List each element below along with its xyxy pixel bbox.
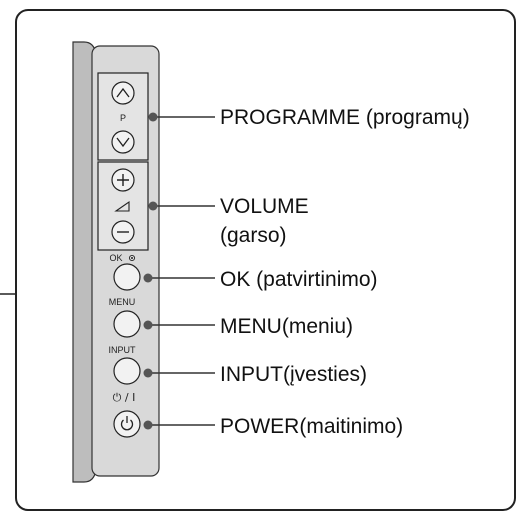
menu-label: MENU(meniu) (220, 315, 353, 338)
menu-button[interactable] (113, 310, 141, 338)
input-label: INPUT(įvesties) (220, 363, 367, 386)
plus-icon (117, 174, 129, 186)
chevron-down-icon (116, 137, 130, 148)
menu-caption: MENU (109, 297, 136, 307)
power-caption: ⏻ / I (113, 391, 136, 404)
outer-frame (15, 9, 516, 511)
power-label: POWER(maitinimo) (220, 415, 403, 438)
volume-icon (114, 200, 130, 212)
programme-down-button[interactable] (111, 130, 135, 154)
ok-indicator-dot (131, 257, 133, 259)
programme-letter: P (120, 113, 126, 123)
volume-leader-dot (148, 201, 158, 211)
input-caption: INPUT (109, 345, 137, 355)
ok-label: OK (patvirtinimo) (220, 268, 378, 291)
ok-indicator-icon (128, 254, 136, 262)
input-leader-dot (143, 368, 153, 378)
power-leader-dot (143, 420, 153, 430)
ok-caption: OK (109, 253, 122, 263)
programme-label: PROGRAMME (programų) (220, 106, 470, 129)
programme-up-button[interactable] (111, 81, 135, 105)
menu-leader-dot (143, 320, 153, 330)
power-button[interactable] (113, 410, 141, 438)
programme-leader-dot (148, 112, 158, 122)
volume-sublabel: (garso) (220, 224, 287, 247)
volume-label: VOLUME (220, 195, 309, 218)
ok-button[interactable] (113, 263, 141, 291)
ok-leader-dot (143, 273, 153, 283)
input-button[interactable] (113, 357, 141, 385)
chevron-up-icon (116, 87, 130, 98)
power-icon (120, 419, 134, 431)
